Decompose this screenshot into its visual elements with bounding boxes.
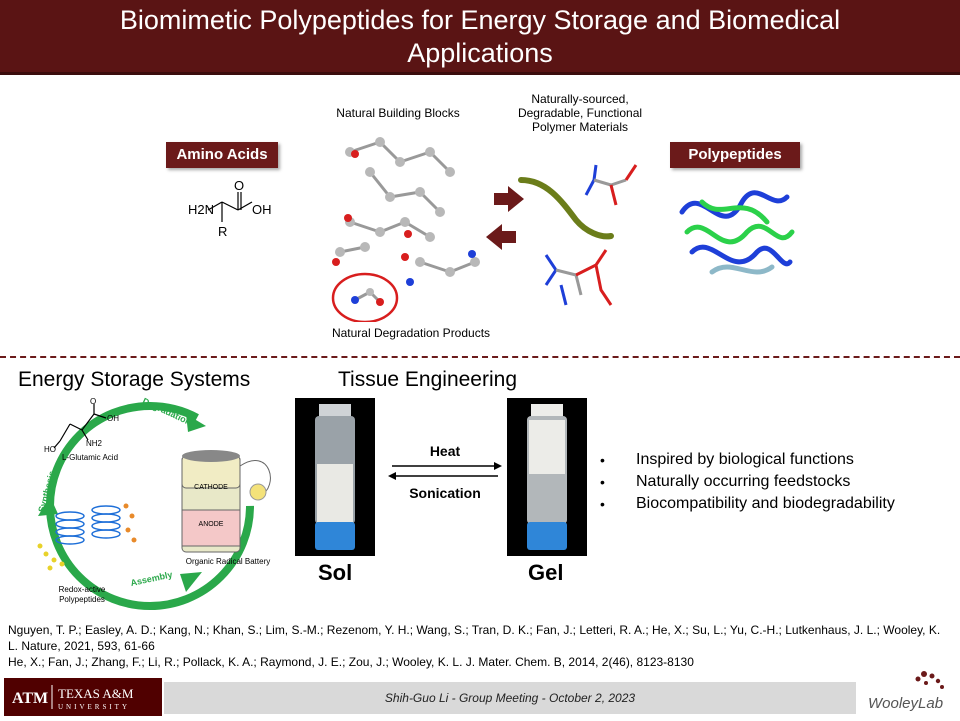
gel-label: Gel xyxy=(528,560,564,585)
energy-storage-title: Energy Storage Systems xyxy=(18,368,251,391)
slide-title-line2: Applications xyxy=(407,38,553,68)
glutamic-o-text: O xyxy=(90,397,96,406)
section-divider xyxy=(0,356,960,358)
backward-arrow-icon xyxy=(486,224,516,250)
reversible-arrows-icon xyxy=(388,462,502,480)
natural-degradation-products-label: Natural Degradation Products xyxy=(331,326,491,340)
naturally-sourced-line2: Degradable, Functional xyxy=(517,106,643,120)
presenter-text: Shih-Guo Li - Group Meeting - October 2,… xyxy=(384,691,636,705)
battery-label: Organic Radical Battery xyxy=(186,557,270,566)
polypeptides-label: Polypeptides xyxy=(670,142,800,168)
bullet-dot-icon: • xyxy=(600,452,605,468)
glutamic-ho-text: HO xyxy=(44,445,56,454)
amino-o-text: O xyxy=(234,178,244,193)
sol-vial-icon xyxy=(315,404,355,550)
naturally-sourced-line1: Naturally-sourced, xyxy=(531,92,629,106)
bullet-dot-icon: • xyxy=(600,474,605,490)
glutamic-oh-text: OH xyxy=(107,414,119,423)
sol-label: Sol xyxy=(318,560,353,585)
tamu-sub-text: UNIVERSITY xyxy=(58,703,130,711)
bullet-item: •Inspired by biological functions xyxy=(600,451,854,468)
tamu-mark-icon: ATM TEXAS A&M UNIVERSITY xyxy=(12,685,134,711)
reference-2: He, X.; Fan, J.; Zhang, F.; Li, R.; Poll… xyxy=(8,655,694,669)
bullet-dot-icon: • xyxy=(600,496,605,512)
redox-label-line2: Polypeptides xyxy=(59,595,105,604)
amino-oh-text: OH xyxy=(252,202,272,217)
amino-acids-label: Amino Acids xyxy=(166,142,278,168)
amino-r-text: R xyxy=(218,224,227,239)
gel-vial-photo xyxy=(507,398,587,556)
bullet-item: •Biocompatibility and biodegradability xyxy=(600,495,895,512)
tamu-name-text: TEXAS A&M xyxy=(58,686,134,701)
natural-building-blocks-label: Natural Building Blocks xyxy=(336,106,460,120)
assembly-label: Assembly xyxy=(130,569,174,588)
amino-h2n-text: H2N xyxy=(188,202,214,217)
amino-acid-structure: H2N O OH R xyxy=(188,178,272,239)
wooley-lab-text: WooleyLab xyxy=(868,695,943,712)
glutamic-nh2-text: NH2 xyxy=(86,439,103,448)
slide-title-line1: Biomimetic Polypeptides for Energy Stora… xyxy=(119,5,841,35)
bullet-list: •Inspired by biological functions •Natur… xyxy=(600,449,895,515)
heat-label: Heat xyxy=(429,443,461,459)
tamu-mark-text: ATM xyxy=(12,690,48,707)
glutamic-acid-label: L-Glutamic Acid xyxy=(62,453,118,462)
wooley-lab-icon: WooleyLab xyxy=(868,671,944,712)
molecule-cluster-illustration xyxy=(331,137,480,322)
wooley-lab-logo: WooleyLab xyxy=(864,668,956,716)
sol-vial-photo xyxy=(295,398,375,556)
naturally-sourced-line3: Polymer Materials xyxy=(531,120,629,134)
bullet-item: •Naturally occurring feedstocks xyxy=(600,473,851,490)
tamu-logo: ATM TEXAS A&M UNIVERSITY xyxy=(4,678,162,716)
footer-band xyxy=(164,682,856,714)
polymer-chain-illustration xyxy=(518,164,638,306)
tissue-engineering-title: Tissue Engineering xyxy=(338,368,517,391)
references: Nguyen, T. P.; Easley, A. D.; Kang, N.; … xyxy=(8,622,948,670)
forward-arrow-icon xyxy=(494,186,524,212)
reference-1: Nguyen, T. P.; Easley, A. D.; Kang, N.; … xyxy=(8,623,941,653)
redox-label-line1: Redox-active xyxy=(59,585,106,594)
title-bar: Biomimetic Polypeptides for Energy Stora… xyxy=(0,0,960,75)
energy-storage-diagram: O OH HO NH2 L-Glutamic Acid Degradation … xyxy=(36,396,271,610)
gel-vial-icon xyxy=(527,404,567,550)
cathode-label: CATHODE xyxy=(194,484,228,491)
sonication-label: Sonication xyxy=(409,485,481,501)
anode-label: ANODE xyxy=(199,521,224,528)
naturally-sourced-label: Naturally-sourced, Degradable, Functiona… xyxy=(505,92,655,134)
protein-structure-illustration xyxy=(679,190,795,275)
